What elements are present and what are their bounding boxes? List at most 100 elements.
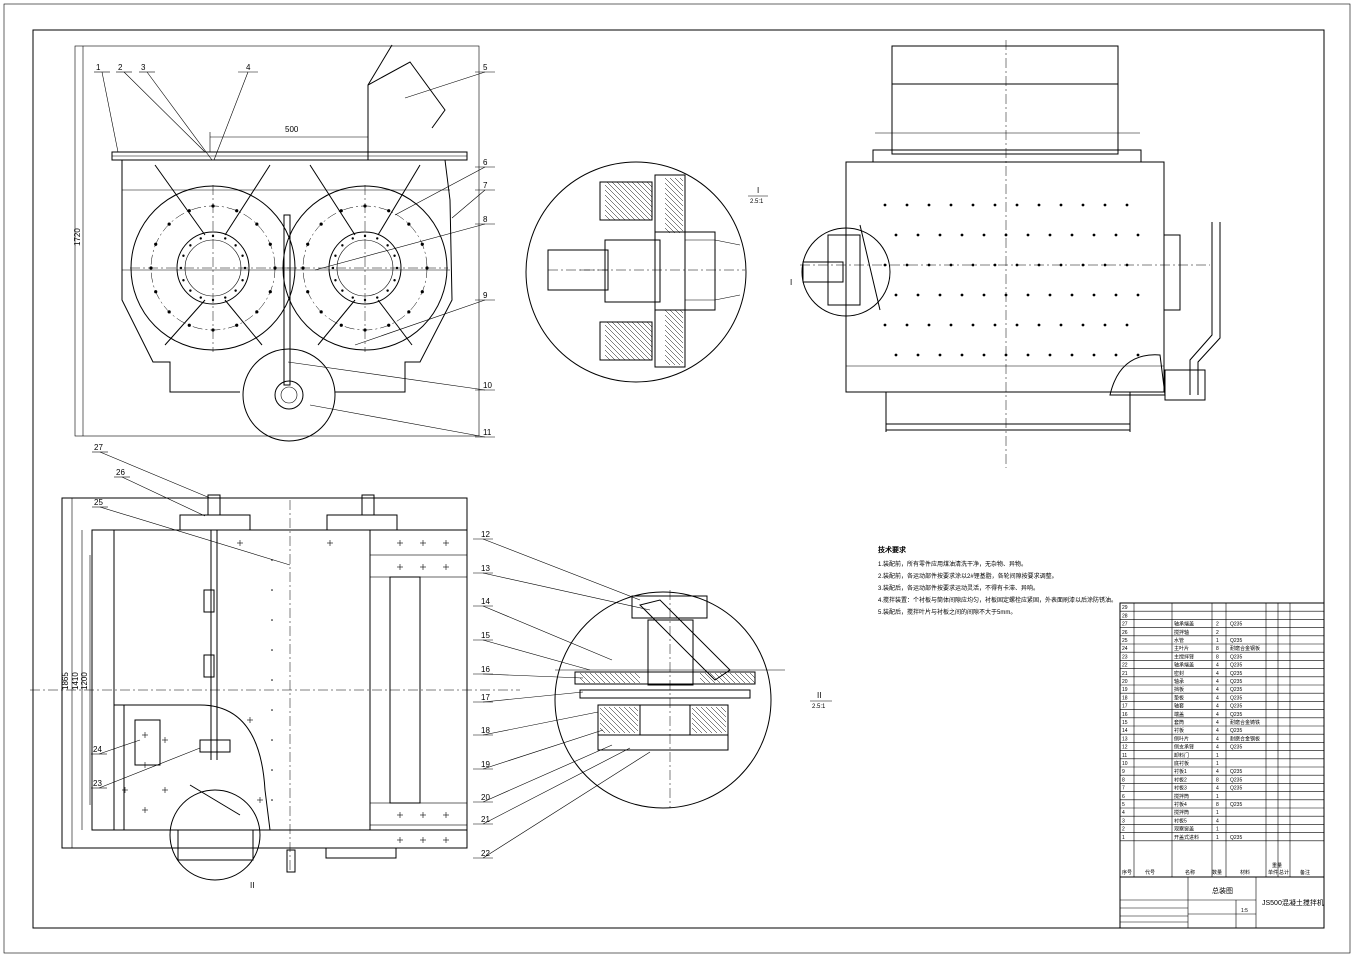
bom-cell-name: 衬板5 — [1174, 817, 1187, 824]
balloon-27: 27 — [94, 443, 103, 452]
bom-cell-qty: 1 — [1216, 638, 1219, 644]
bom-cell-no: 12 — [1122, 745, 1128, 751]
leader-lines — [91, 71, 651, 859]
balloon-26: 26 — [116, 468, 125, 477]
bom-cell-name: 端盖 — [1174, 711, 1184, 718]
bom-cell-qty: 1 — [1216, 835, 1219, 841]
bom-cell-qty: 1 — [1216, 810, 1219, 816]
balloon-17: 17 — [481, 693, 490, 702]
mixing-arms — [154, 164, 421, 346]
bom-header-name: 名称 — [1185, 869, 1195, 876]
bom-header-code: 代号 — [1145, 869, 1155, 876]
bom-cell-name: 开盖式进料 — [1174, 834, 1199, 841]
note-line: 2.装配前，各运动部件按要求涂以2#锂基脂，各轮间隙按要求调整。 — [878, 572, 1058, 580]
bom-header-weight: 重量 — [1272, 862, 1282, 869]
bom-cell-qty: 1 — [1216, 753, 1219, 759]
bom-cell-name: 衬板3 — [1174, 785, 1187, 792]
product-name: JS500混凝土搅拌机 — [1262, 898, 1324, 907]
balloon-10: 10 — [483, 381, 492, 390]
side-bolt-holes — [883, 203, 1140, 357]
bom-cell-name: 搅拌筒 — [1174, 793, 1189, 800]
bom-cell-no: 9 — [1122, 769, 1125, 775]
bom-cell-name: 轴套 — [1174, 703, 1184, 710]
bom-cell-qty: 4 — [1216, 704, 1219, 710]
bom-cell-no: 1 — [1122, 835, 1125, 841]
balloon-22: 22 — [481, 849, 490, 858]
bom-header-unit: 单件 — [1268, 869, 1278, 876]
bom-cell-mat: Q235 — [1230, 712, 1242, 718]
bom-cell-no: 4 — [1122, 810, 1125, 816]
bom-cell-no: 22 — [1122, 663, 1128, 669]
bom-cell-no: 3 — [1122, 818, 1125, 824]
bom-cell-no: 13 — [1122, 736, 1128, 742]
bom-cell-no: 15 — [1122, 720, 1128, 726]
balloon-6: 6 — [483, 158, 488, 167]
balloon-14: 14 — [481, 597, 490, 606]
bom-cell-name: 挡板 — [1174, 686, 1184, 693]
bom-cell-no: 2 — [1122, 827, 1125, 833]
bom-header-no: 序号 — [1122, 869, 1132, 876]
bom-cell-no: 10 — [1122, 761, 1128, 767]
bom-cell-mat: Q235 — [1230, 638, 1242, 644]
left-drum — [130, 185, 296, 352]
bom-header-remark: 备注 — [1300, 869, 1310, 876]
bom-cell-mat: Q235 — [1230, 777, 1242, 783]
technical-notes: 技术要求 1.装配前，所有零件应用煤油清洗干净，无杂物、异物。 2.装配前，各运… — [878, 545, 1117, 616]
dim-plan-inner-a: 1410 — [71, 672, 80, 690]
balloon-20: 20 — [481, 793, 490, 802]
bom-cell-name: 搅拌轴 — [1174, 629, 1189, 636]
discharge-door — [242, 348, 336, 442]
detail-section-ii — [554, 590, 785, 809]
dim-top-width: 500 — [285, 125, 299, 134]
bom-cell-name: 轴承 — [1174, 678, 1184, 685]
bom-cell-mat: Q235 — [1230, 704, 1242, 710]
bom-cell-no: 21 — [1122, 671, 1128, 677]
bom-cell-qty: 4 — [1216, 679, 1219, 685]
svg-text:I: I — [790, 278, 792, 287]
bom-cell-no: 20 — [1122, 679, 1128, 685]
bom-cell-qty: 4 — [1216, 663, 1219, 669]
notes-title: 技术要求 — [878, 545, 907, 554]
bom-cell-qty: 4 — [1216, 687, 1219, 693]
note-line: 4.搅拌装置：个衬板与筒体间隙应均匀，衬板固定螺栓应紧固，外表面刷漆以后涂防锈油… — [878, 596, 1117, 604]
bom-cell-qty: 8 — [1216, 802, 1219, 808]
bom-header-material: 材料 — [1240, 869, 1250, 876]
balloon-8: 8 — [483, 215, 488, 224]
bom-header-total: 总计 — [1279, 869, 1289, 876]
balloon-3: 3 — [141, 63, 146, 72]
bom-cell-name: 主搅拌臂 — [1174, 653, 1194, 660]
note-line: 3.装配后，各运动部件按要求运动灵活，不得有卡滞、异响。 — [878, 584, 1039, 592]
scale-value: 1:5 — [1241, 908, 1248, 914]
bom-cell-mat: Q235 — [1230, 835, 1242, 841]
bom-cell-mat: 耐磨合金钢板 — [1230, 645, 1260, 652]
balloon-7: 7 — [483, 181, 488, 190]
bom-cell-no: 29 — [1122, 605, 1128, 611]
bom-cell-mat: Q235 — [1230, 622, 1242, 628]
bom-cell-name: 观察窗盖 — [1174, 826, 1194, 833]
bom-cell-mat: Q235 — [1230, 679, 1242, 685]
bom-cell-qty: 1 — [1216, 827, 1219, 833]
bom-cell-no: 16 — [1122, 712, 1128, 718]
bom-cell-qty: 2 — [1216, 622, 1219, 628]
balloon-13: 13 — [481, 564, 490, 573]
bom-cell-mat: Q235 — [1230, 728, 1242, 734]
bom-cell-mat: Q235 — [1230, 663, 1242, 669]
bom-cell-name: 侧支承臂 — [1174, 744, 1194, 751]
bom-cell-mat: Q235 — [1230, 745, 1242, 751]
balloon-15: 15 — [481, 631, 490, 640]
bom-cell-name: 垫板 — [1174, 694, 1184, 701]
front-view: 500 1720 — [73, 44, 480, 442]
bom-cell-no: 23 — [1122, 654, 1128, 660]
outer-frame — [3, 3, 1351, 954]
bom-cell-name: 水管 — [1174, 637, 1184, 644]
bom-cell-name: 衬板2 — [1174, 776, 1187, 783]
bom-cell-name: 衬板1 — [1174, 768, 1187, 775]
balloon-25: 25 — [94, 498, 103, 507]
title-block: 总装图 JS500混凝土搅拌机 1:5 — [1119, 876, 1325, 929]
front-bolt-holes — [149, 204, 429, 332]
bom-cell-name: 底衬板 — [1174, 760, 1189, 767]
balloon-16: 16 — [481, 665, 490, 674]
bom-cell-no: 25 — [1122, 638, 1128, 644]
svg-text:II: II — [817, 691, 821, 700]
